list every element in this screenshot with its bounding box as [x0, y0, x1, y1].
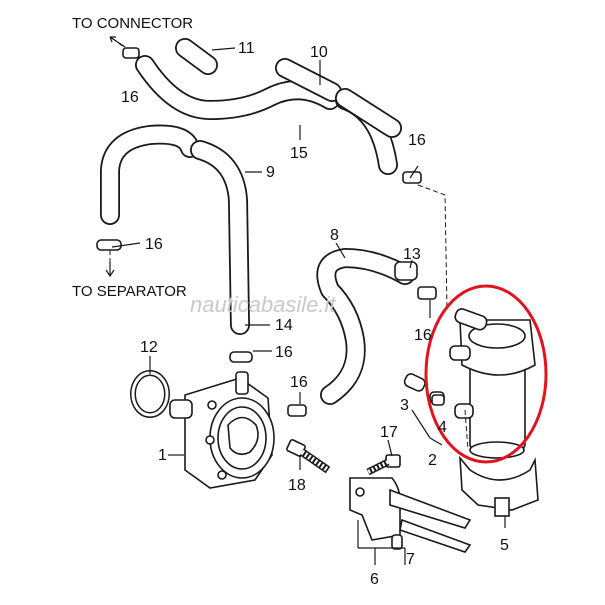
clamp-16: [96, 47, 445, 417]
callout-12: 12: [140, 339, 158, 356]
hose-10: [275, 58, 402, 138]
callout-13: 13: [403, 246, 421, 263]
callout-16-separator: 16: [145, 236, 163, 253]
hose-9: [100, 124, 250, 335]
bolt-17: [366, 454, 401, 476]
callout-14: 14: [275, 317, 293, 334]
callout-5: 5: [500, 537, 509, 554]
callout-7: 7: [406, 551, 415, 568]
fitting-3: [403, 373, 426, 392]
callout-15: 15: [290, 145, 308, 162]
bolt-18: [286, 439, 331, 474]
label-to-separator: TO SEPARATOR: [72, 283, 187, 300]
callout-17: 17: [380, 424, 398, 441]
hose-11: [175, 38, 218, 75]
o-ring-12: [130, 370, 170, 418]
callout-8: 8: [330, 227, 339, 244]
callout-9: 9: [266, 164, 275, 181]
arrow-to-connector: [109, 36, 126, 48]
hose-13: [394, 261, 418, 281]
watermark: nauticabasile.it: [190, 292, 336, 317]
pin-7: [391, 534, 403, 550]
callout-6: 6: [370, 571, 379, 588]
callout-3: 3: [400, 397, 409, 414]
callout-1: 1: [158, 447, 167, 464]
fuel-pump-1: [169, 371, 275, 489]
bracket-6: [349, 477, 472, 553]
callout-2: 2: [428, 452, 437, 469]
callout-10: 10: [310, 44, 328, 61]
callout-16-pump: 16: [275, 344, 293, 361]
callout-4: 4: [438, 419, 447, 436]
callout-11: 11: [238, 40, 255, 57]
callout-16-connector: 16: [121, 89, 139, 106]
label-to-connector: TO CONNECTOR: [72, 15, 193, 32]
bracket-5: [459, 455, 539, 517]
water-separator-filter: [449, 308, 536, 459]
hose-8: [316, 248, 415, 405]
highlight-circle: [424, 284, 548, 464]
callout-16-filter: 16: [414, 327, 432, 344]
arrow-to-separator: [105, 262, 115, 278]
routing-line-outlet: [464, 409, 469, 451]
routing-line-filter: [417, 184, 448, 311]
callout-16-hose8: 16: [290, 374, 308, 391]
callout-16-top-right: 16: [408, 132, 426, 149]
callout-18: 18: [288, 477, 306, 494]
